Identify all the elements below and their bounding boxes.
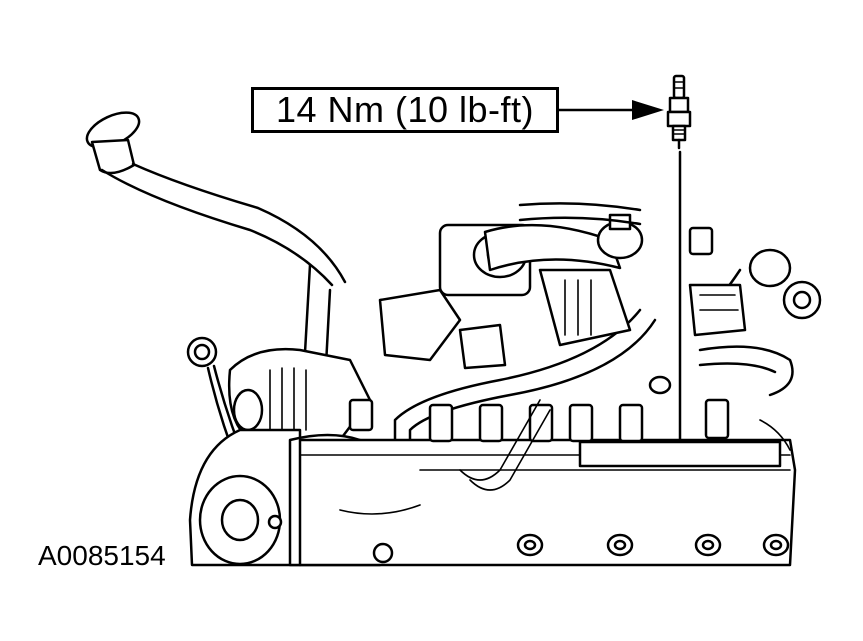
torque-label: 14 Nm (10 lb-ft)	[275, 89, 535, 130]
figure-id: A0085154	[38, 540, 166, 571]
wiring-harness	[339, 399, 791, 515]
valve-cover	[298, 438, 797, 567]
callout-arrow	[557, 100, 664, 120]
throttle-body	[438, 223, 622, 297]
intake-manifold	[378, 268, 747, 395]
torque-callout: 14 Nm (10 lb-ft)	[251, 87, 559, 133]
cover-bolts	[267, 514, 790, 564]
alternator	[228, 348, 372, 442]
arrow-right-icon	[632, 100, 664, 120]
oil-filler-tube	[85, 111, 347, 442]
egr-valve	[596, 213, 822, 320]
coil-row	[348, 398, 730, 443]
spark-plug-icon	[666, 74, 692, 150]
